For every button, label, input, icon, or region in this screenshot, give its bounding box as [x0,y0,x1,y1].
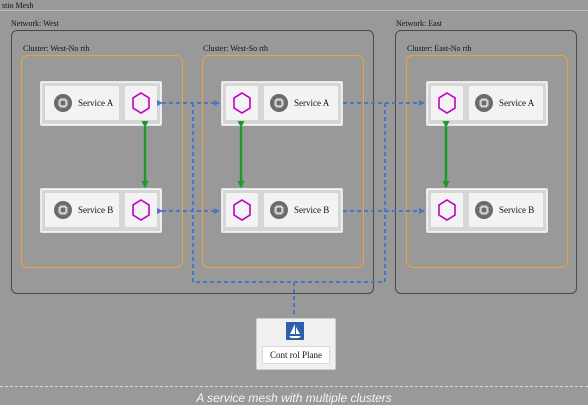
network-east [395,30,577,294]
east-north-service-b: Service B [426,188,548,233]
chip-icon [475,94,493,112]
mesh-title: stio Mesh [2,1,34,10]
proxy-panel [125,193,157,227]
chip-icon [270,201,288,219]
service-b-panel: Service B [264,193,338,227]
service-a-panel: Service A [45,86,119,120]
cluster-west-north-label: Cluster: West-No rth [23,44,90,53]
control-plane-label-box: Cont rol Plane [262,346,330,364]
service-b-panel: Service B [45,193,119,227]
hexagon-icon [438,199,456,221]
hexagon-icon [233,92,251,114]
cluster-east-north-label: Cluster: East-No rth [407,44,472,53]
proxy-panel [125,86,157,120]
cluster-west-north [21,55,183,268]
service-b-label: Service B [294,205,330,215]
service-b-panel: Service B [469,193,543,227]
service-a-label: Service A [294,98,330,108]
west-south-service-b: Service B [221,188,343,233]
chip-icon [54,201,72,219]
cluster-east-north [406,55,568,268]
hexagon-icon [132,92,150,114]
caption-divider [0,386,588,387]
service-a-panel: Service A [469,86,543,120]
proxy-panel [431,193,463,227]
cluster-west-south [202,55,364,268]
hexagon-icon [132,199,150,221]
control-plane-label: Cont rol Plane [270,350,322,360]
proxy-panel [226,86,258,120]
control-plane: Cont rol Plane [256,318,336,370]
chip-icon [475,201,493,219]
control-bus-west [192,103,294,283]
network-west [11,30,374,294]
cluster-west-south-label: Cluster: West-So rth [203,44,268,53]
control-bus-east [294,103,386,283]
proxy-panel [431,86,463,120]
network-east-label: Network: East [396,19,442,28]
west-north-service-b: Service B [40,188,162,233]
hexagon-icon [438,92,456,114]
hexagon-icon [233,199,251,221]
mesh-divider [0,10,588,11]
service-b-label: Service B [78,205,114,215]
service-a-label: Service A [78,98,114,108]
network-west-label: Network: West [11,19,59,28]
west-south-service-a: Service A [221,81,343,126]
diagram-caption: A service mesh with multiple clusters [196,391,392,405]
chip-icon [270,94,288,112]
proxy-panel [226,193,258,227]
service-b-label: Service B [499,205,535,215]
chip-icon [54,94,72,112]
east-north-service-a: Service A [426,81,548,126]
service-a-label: Service A [499,98,535,108]
sail-icon [286,322,304,340]
service-a-panel: Service A [264,86,338,120]
